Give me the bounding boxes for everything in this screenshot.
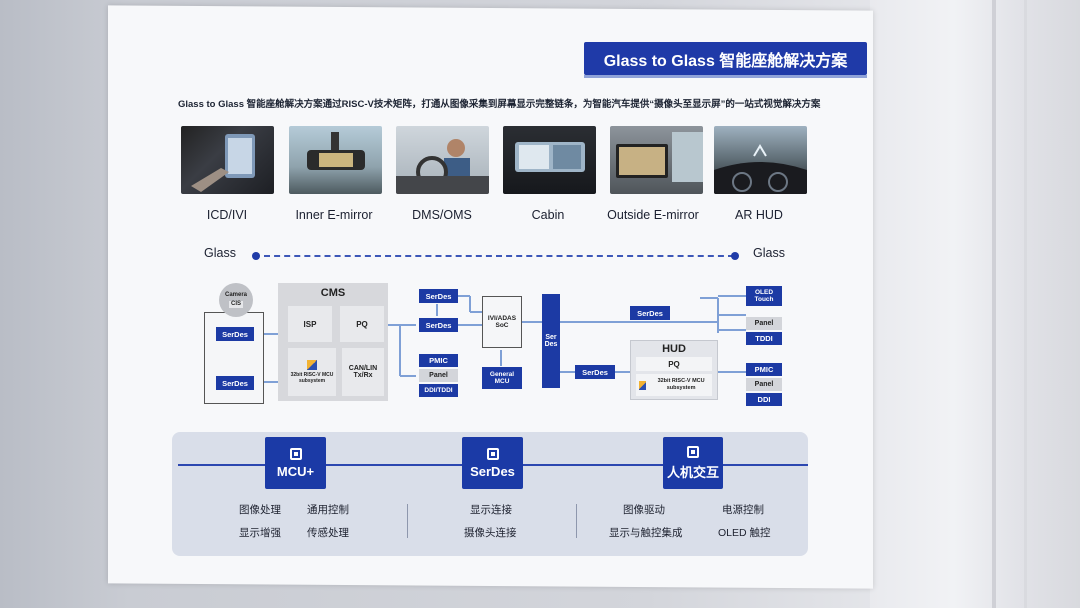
- ddi-tddi-block: DDI/TDDI: [419, 384, 458, 397]
- feature-text: 摄像头连接: [464, 527, 517, 539]
- serdes-block: SerDes: [419, 289, 458, 303]
- hud-pq-block: PQ: [636, 357, 712, 371]
- hud-mcu-subsystem-block: 32bit RISC-V MCU subsystem: [636, 374, 712, 396]
- scenario-label: DMS/OMS: [412, 208, 472, 222]
- mcu-subsystem-label: 32bit RISC-V MCU subsystem: [290, 372, 334, 384]
- serdes-block: SerDes: [419, 318, 458, 332]
- scenario-label: AR HUD: [735, 208, 783, 222]
- pmic-block: PMIC: [419, 354, 458, 367]
- scene-photo-inner-mirror: [289, 126, 382, 194]
- panel-block: Panel: [746, 317, 782, 330]
- scenario-label: Outside E-mirror: [607, 208, 699, 222]
- feature-text: 通用控制: [307, 504, 349, 516]
- wall-divider: [1024, 0, 1027, 608]
- pq-block: PQ: [340, 306, 384, 342]
- isp-block: ISP: [288, 306, 332, 342]
- panel-block: Panel: [746, 378, 782, 391]
- feature-text: 显示增强: [239, 527, 281, 539]
- feature-text: 电源控制: [722, 504, 764, 516]
- can-lin-block: CAN/LIN Tx/Rx: [342, 348, 384, 396]
- feature-text: 图像驱动: [623, 504, 665, 516]
- capability-mcu: MCU+: [265, 437, 326, 489]
- hud-mcu-label: 32bit RISC-V MCU subsystem: [657, 378, 705, 391]
- glass-end-label: Glass: [753, 246, 785, 260]
- glass-start-label: Glass: [204, 246, 236, 260]
- scenario-label: Inner E-mirror: [295, 208, 373, 222]
- capability-label: 人机交互: [666, 464, 719, 480]
- subtitle: Glass to Glass 智能座舱解决方案通过RISC-V技术矩阵，打通从图…: [178, 99, 821, 110]
- general-mcu-block: General MCU: [482, 367, 522, 389]
- riscv-logo-icon: [307, 360, 317, 370]
- scene-photo-dms: [396, 126, 489, 194]
- feature-text: 显示与触控集成: [609, 527, 683, 539]
- panel-block: Panel: [419, 369, 458, 382]
- title-badge-underline: [584, 75, 867, 78]
- tddi-block: TDDI: [746, 332, 782, 345]
- camera-module-group: [204, 312, 264, 404]
- serdes-block: SerDes: [630, 306, 670, 320]
- capability-serdes: SerDes: [462, 437, 523, 489]
- serdes-vertical-block: Ser Des: [542, 294, 560, 388]
- capability-label: SerDes: [470, 463, 515, 479]
- chip-icon: [486, 447, 499, 460]
- soc-block: IVI/ADAS SoC: [482, 296, 522, 348]
- camera-label: Camera: [224, 292, 247, 298]
- camera-node: Camera CIS: [219, 283, 253, 317]
- wall-background: [870, 0, 1080, 608]
- scenario-label: Cabin: [531, 208, 565, 222]
- capability-hmi: 人机交互: [663, 437, 723, 489]
- column-divider: [576, 504, 577, 538]
- cis-label: CIS: [228, 301, 243, 308]
- serdes-block: SerDes: [216, 327, 254, 341]
- oled-touch-block: OLED Touch: [746, 286, 782, 306]
- glass-dashed-line: [264, 255, 734, 257]
- serdes-block: SerDes: [216, 376, 254, 390]
- feature-text: 显示连接: [470, 504, 512, 516]
- scene-photo-ar-hud: [714, 126, 807, 194]
- ddi-block: DDI: [746, 393, 782, 406]
- glass-start-dot: [252, 252, 260, 260]
- chip-icon: [289, 447, 302, 460]
- feature-text: OLED 触控: [718, 527, 771, 539]
- wall-divider: [992, 0, 996, 608]
- scene-photo-cabin: [503, 126, 596, 194]
- title-badge: Glass to Glass 智能座舱解决方案: [584, 42, 867, 75]
- mcu-subsystem-block: 32bit RISC-V MCU subsystem: [288, 348, 336, 396]
- capability-label: MCU+: [276, 463, 315, 479]
- scenario-label: ICD/IVI: [206, 208, 248, 222]
- pmic-block: PMIC: [746, 363, 782, 376]
- scene-photo-icd: [181, 126, 274, 194]
- feature-text: 图像处理: [239, 504, 281, 516]
- glass-end-dot: [731, 252, 739, 260]
- chip-icon: [687, 445, 699, 458]
- scene-photo-outside-mirror: [610, 126, 703, 194]
- feature-text: 传感处理: [307, 527, 349, 539]
- column-divider: [407, 504, 408, 538]
- riscv-logo-icon: [639, 380, 647, 390]
- serdes-block: SerDes: [575, 365, 615, 379]
